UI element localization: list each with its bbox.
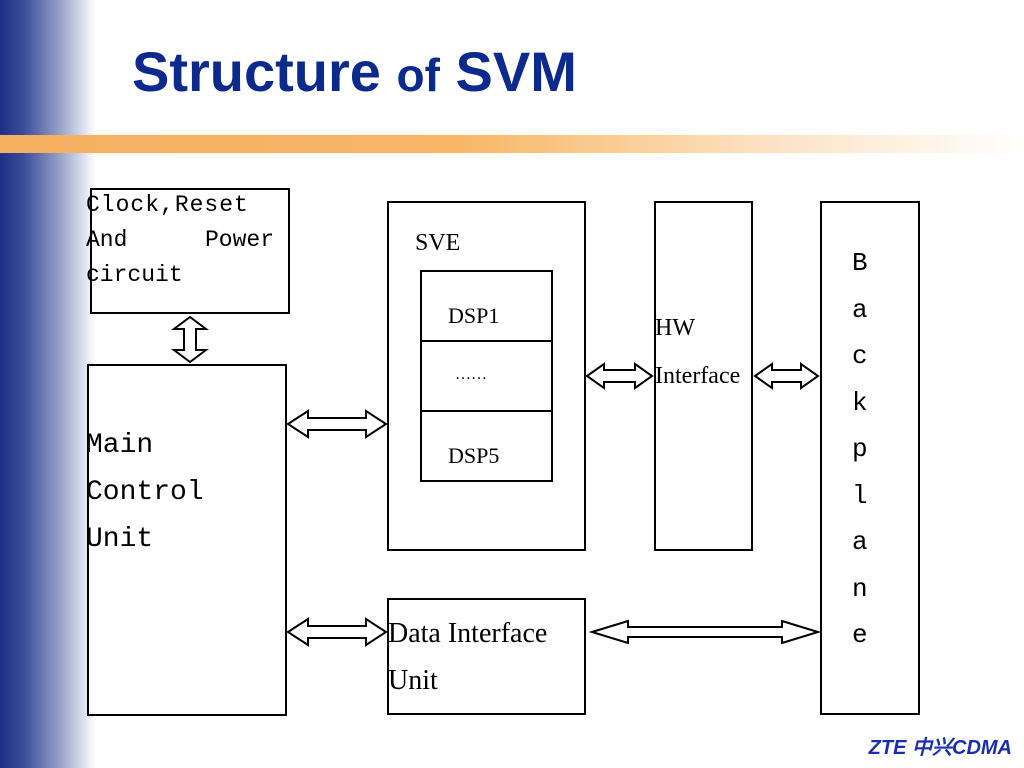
data-interface-unit-box [387,598,586,715]
hw-label-line1: HW [655,315,695,341]
backplane-letter: c [852,341,868,371]
clock-main-arrow [171,315,209,364]
clock-box-line3: circuit [86,262,183,288]
clock-box-line2b: Power [205,227,275,253]
backplane-letter: a [852,527,868,557]
slide-title: Structure of SVM [132,40,577,107]
main-control-line1: Main [86,430,154,461]
backplane-letter: k [852,387,868,418]
data-backplane-arrow [588,619,822,645]
backplane-letter: p [852,434,868,464]
main-control-line3: Unit [86,524,154,555]
clock-reset-box [90,188,290,314]
data-interface-line2: Unit [388,665,438,696]
main-data-arrow [286,617,388,647]
backplane-letter: a [852,294,868,325]
dsp5-box [420,410,553,482]
clock-box-line2a: And [86,227,128,253]
sve-hw-arrow [585,362,654,390]
dsp-ellipsis-box [420,340,553,412]
backplane-letter: l [852,480,868,511]
backplane-label: B a c k p l a n e [852,240,882,659]
hw-label-line2: Interface [655,363,741,389]
backplane-letter: B [852,248,868,278]
backplane-letter: n [852,573,868,604]
orange-divider [0,135,1024,153]
sve-label: SVE [415,230,461,256]
title-structure: Structure [132,40,381,103]
hw-interface-box [654,201,753,551]
hw-backplane-arrow [753,362,820,390]
title-svm: SVM [455,40,577,103]
backplane-box [820,201,920,715]
dsp5-label: DSP5 [448,443,500,468]
main-sve-arrow [286,409,388,439]
backplane-letter: e [852,620,868,650]
left-gradient-bar [0,0,95,768]
dsp-ellipsis: …… [455,366,487,383]
dsp1-label: DSP1 [448,303,500,328]
title-of: of [396,49,440,101]
main-control-unit-box [87,364,287,716]
data-interface-line1: Data Interface [388,618,548,649]
dsp1-box [420,270,553,342]
main-control-line2: Control [86,477,204,508]
clock-box-line1: Clock,Reset [86,192,249,218]
footer-brand: ZTE 中兴CDMA [868,737,1012,759]
